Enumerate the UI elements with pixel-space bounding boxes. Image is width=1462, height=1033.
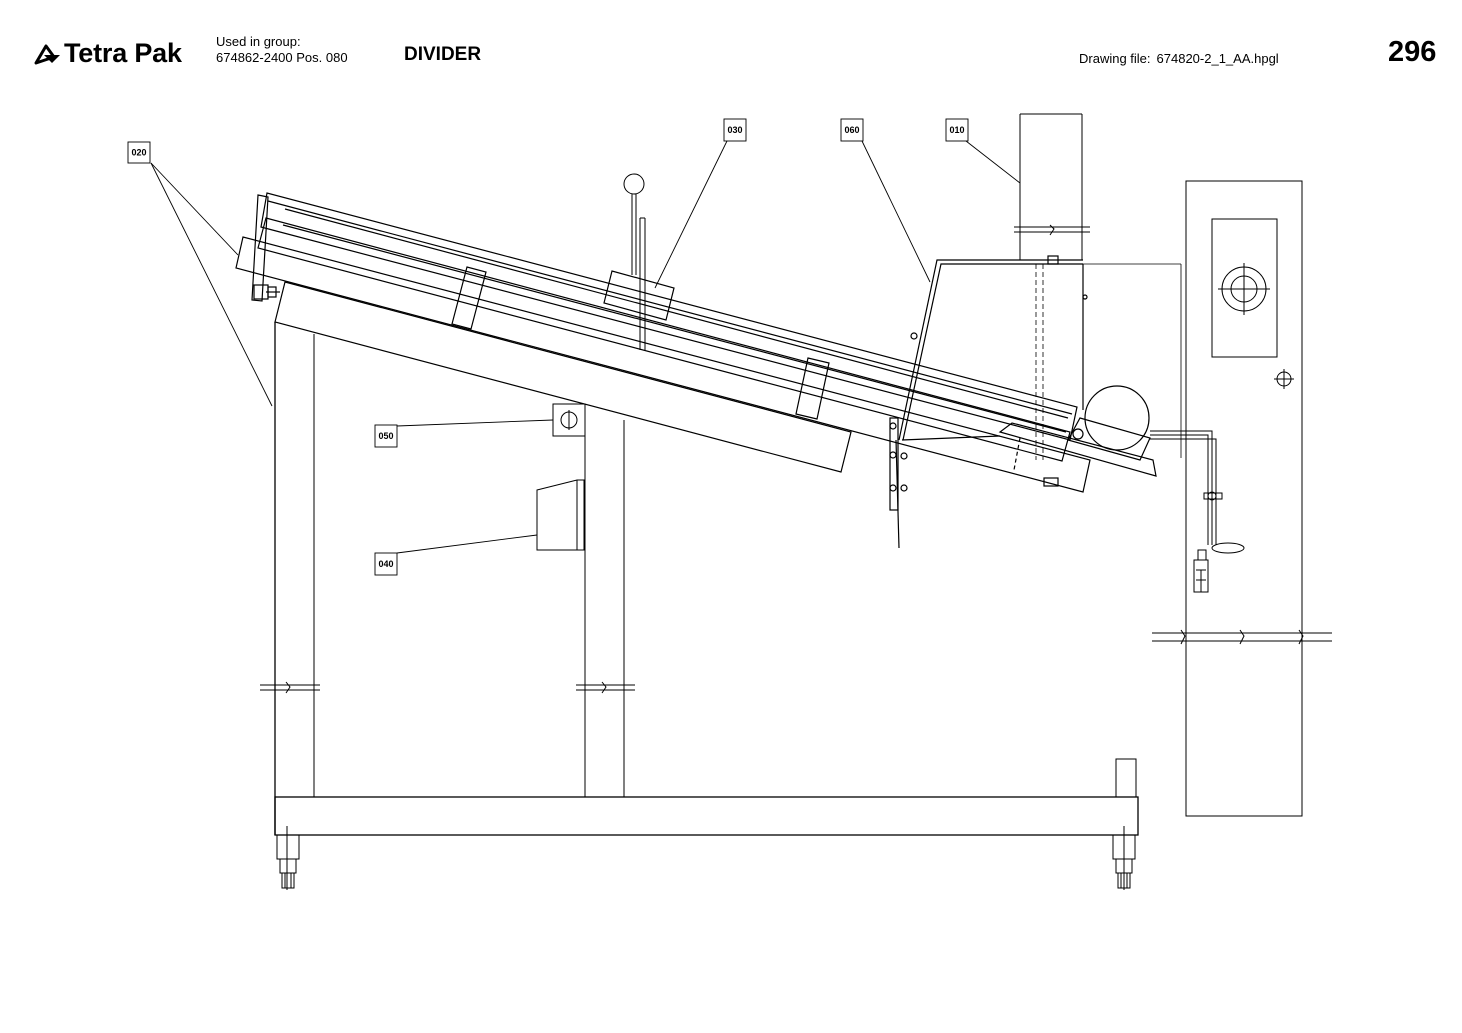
callout-040-label: 040	[378, 559, 393, 569]
leveling-foot-right	[1112, 826, 1136, 890]
leveling-foot-left	[276, 826, 300, 890]
callout-020-label: 020	[131, 148, 146, 158]
upper-column	[1014, 113, 1090, 260]
callout-leaders	[150, 140, 1021, 554]
tetra-pak-logo-icon	[34, 44, 60, 64]
drawing-file-value: 674820-2_1_AA.hpgl	[1156, 51, 1279, 66]
inclined-conveyor	[235, 192, 1157, 493]
callout-060: 060	[840, 118, 864, 142]
control-column	[1150, 180, 1332, 817]
box-040	[536, 479, 585, 551]
used-in-value: 674862-2400 Pos. 080	[216, 50, 348, 65]
callout-010: 010	[945, 118, 969, 142]
sensor-050	[552, 403, 586, 437]
callout-060-label: 060	[844, 125, 859, 135]
callout-020: 020	[127, 141, 151, 164]
used-in-label: Used in group:	[216, 34, 301, 49]
divider-hood	[889, 255, 1182, 549]
callout-030-label: 030	[727, 125, 742, 135]
callout-040: 040	[374, 552, 398, 576]
drawing-file-label: Drawing file:	[1079, 51, 1151, 66]
callout-030: 030	[723, 118, 747, 142]
used-in-group: Used in group: 674862-2400 Pos. 080	[216, 34, 348, 66]
brand-logo: Tetra Pak	[34, 38, 182, 69]
callout-050: 050	[374, 424, 398, 448]
drive-motor	[1043, 385, 1151, 487]
callout-050-label: 050	[378, 431, 393, 441]
brand-name: Tetra Pak	[64, 38, 182, 68]
lever-handle	[623, 173, 646, 350]
page-title: DIVIDER	[404, 44, 482, 65]
callout-010-label: 010	[949, 125, 964, 135]
drawing-file: Drawing file: 674820-2_1_AA.hpgl	[1079, 51, 1279, 66]
page-number: 296	[1388, 36, 1437, 68]
frame	[260, 322, 1139, 890]
